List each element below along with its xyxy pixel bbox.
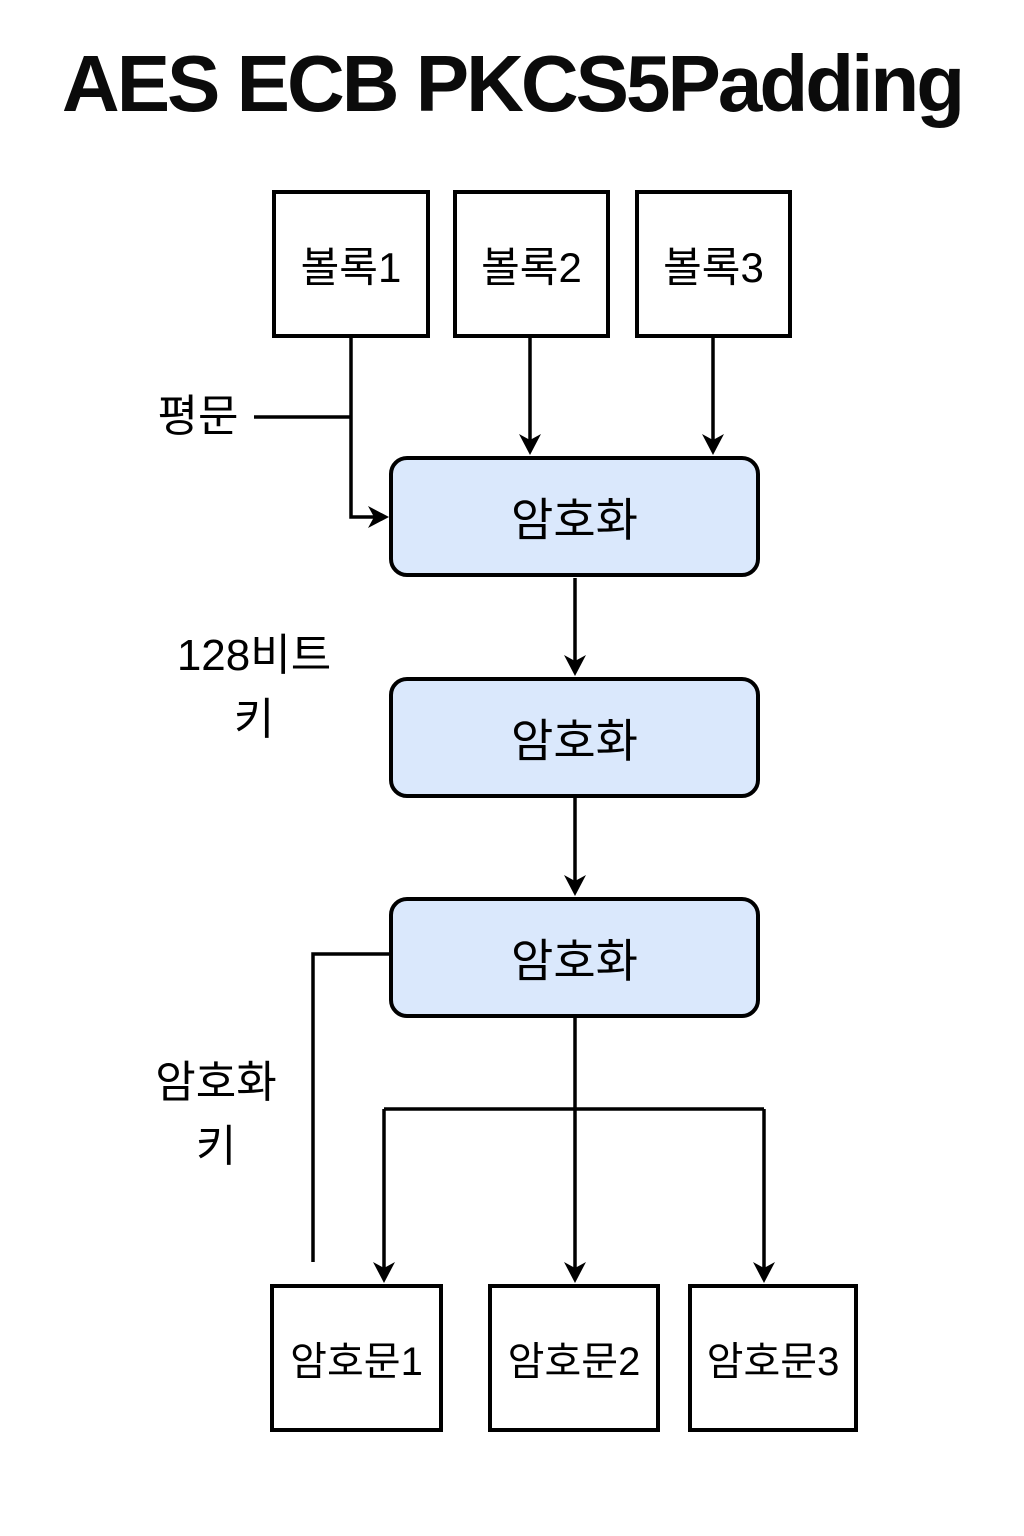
plain-block-1-label: 볼록1 xyxy=(300,243,402,291)
key-128bit-label: 128비트 키 xyxy=(177,624,331,752)
cipher-block-1-label: 암호문1 xyxy=(290,1340,423,1384)
encrypt-step-1: 암호화 xyxy=(389,456,760,577)
encrypt2-to-encrypt3-arrowhead-icon xyxy=(564,875,586,896)
encrypt-step-3-label: 암호화 xyxy=(511,934,638,987)
encryption-key-label-line1: 암호화 xyxy=(155,1058,277,1107)
encryption-key-label: 암호화 키 xyxy=(155,1051,276,1179)
key-128bit-label-line1: 128비트 xyxy=(176,631,332,680)
branch-right-arrowhead-icon xyxy=(753,1262,775,1283)
encrypt1-to-encrypt2-arrowhead-icon xyxy=(564,655,586,676)
plain-block-3: 볼록3 xyxy=(635,190,792,338)
plain-block-2: 볼록2 xyxy=(453,190,610,338)
block1-connector xyxy=(349,338,374,519)
branch-left-arrowhead-icon xyxy=(373,1262,395,1283)
encrypt-step-1-label: 암호화 xyxy=(511,493,638,546)
cipher-block-3: 암호문3 xyxy=(688,1284,858,1432)
key-128bit-label-line2: 키 xyxy=(233,695,275,744)
encrypt-step-2-label: 암호화 xyxy=(511,714,638,767)
block3-arrowhead-icon xyxy=(702,434,724,455)
encrypt-step-2: 암호화 xyxy=(389,677,760,798)
block1-arrowhead-icon xyxy=(368,506,389,528)
plain-block-1: 볼록1 xyxy=(272,190,430,338)
encryption-key-label-line2: 키 xyxy=(195,1122,237,1171)
encryption-key-line xyxy=(311,952,389,1262)
block2-arrowhead-icon xyxy=(519,434,541,455)
plain-block-2-label: 볼록2 xyxy=(481,243,582,291)
page-title: AES ECB PKCS5Padding xyxy=(61,39,965,128)
encrypt-step-3: 암호화 xyxy=(389,897,760,1018)
encrypt3-split-connector xyxy=(384,1016,764,1111)
cipher-block-1: 암호문1 xyxy=(270,1284,443,1432)
plaintext-label-text: 평문 xyxy=(157,392,239,441)
branch-middle-arrowhead-icon xyxy=(564,1262,586,1283)
plaintext-label: 평문 xyxy=(158,385,239,449)
cipher-block-2-label: 암호문2 xyxy=(507,1340,641,1384)
cipher-block-3-label: 암호문3 xyxy=(706,1340,840,1384)
cipher-block-2: 암호문2 xyxy=(488,1284,660,1432)
plain-block-3-label: 볼록3 xyxy=(663,243,764,291)
